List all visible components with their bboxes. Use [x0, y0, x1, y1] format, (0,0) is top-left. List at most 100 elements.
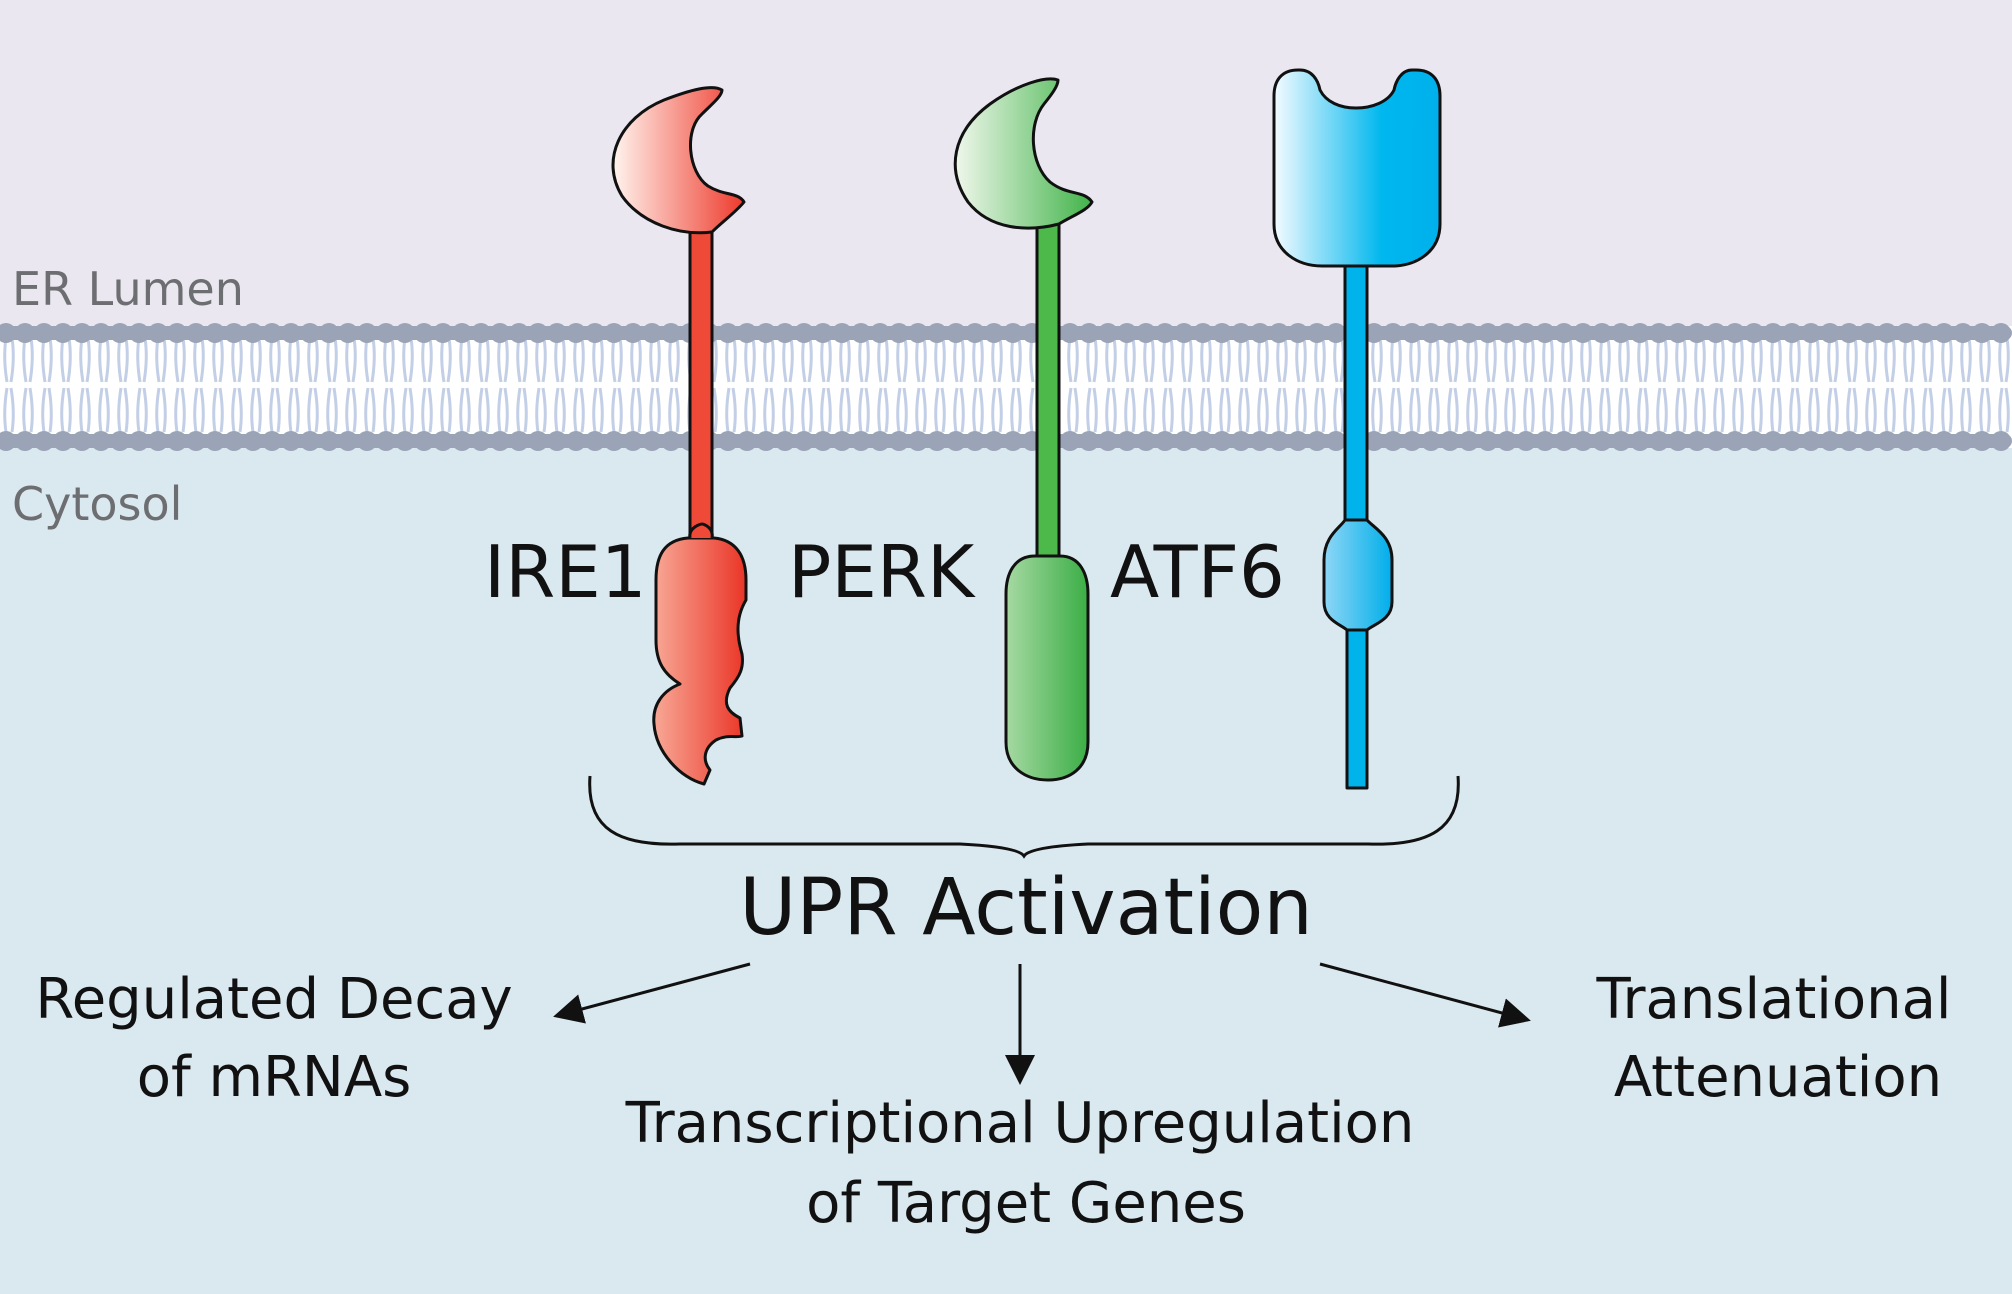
lipid-head — [1972, 323, 1992, 343]
lipid-head — [1668, 431, 1688, 451]
lipid-head — [338, 323, 358, 343]
lipid-head — [1193, 431, 1213, 451]
lipid-head — [0, 431, 16, 451]
lipid-head — [186, 323, 206, 343]
lipid-head — [737, 323, 757, 343]
lipid-head — [452, 323, 472, 343]
lipid-head — [661, 431, 681, 451]
lipid-head — [1117, 431, 1137, 451]
lipid-head — [1535, 323, 1555, 343]
lipid-head — [224, 431, 244, 451]
lipid-head — [15, 323, 35, 343]
lipid-head — [1269, 323, 1289, 343]
lipid-head — [1934, 431, 1954, 451]
lipid-head — [813, 323, 833, 343]
lipid-head — [1364, 431, 1384, 451]
lipid-head — [148, 323, 168, 343]
lipid-head — [1421, 323, 1441, 343]
lipid-head — [1953, 431, 1973, 451]
lipid-head — [1820, 323, 1840, 343]
lipid-head — [775, 323, 795, 343]
lipid-head — [794, 323, 814, 343]
lipid-head — [927, 323, 947, 343]
lipid-head — [623, 323, 643, 343]
lipid-head — [718, 323, 738, 343]
cytosol-region — [0, 390, 2012, 1294]
lipid-head — [1801, 431, 1821, 451]
lipid-head — [1079, 431, 1099, 451]
lipid-head — [319, 431, 339, 451]
lipid-head — [585, 431, 605, 451]
lipid-head — [1155, 323, 1175, 343]
ire1-luminal-domain — [611, 86, 746, 235]
lipid-head — [1117, 323, 1137, 343]
lipid-head — [1839, 431, 1859, 451]
perk-luminal-domain — [953, 77, 1094, 230]
lipid-head — [851, 431, 871, 451]
lipid-head — [433, 431, 453, 451]
lipid-head — [1554, 323, 1574, 343]
lipid-head — [414, 323, 434, 343]
lipid-head — [1915, 323, 1935, 343]
lipid-head — [1991, 431, 2011, 451]
lipid-head — [1687, 323, 1707, 343]
lipid-head — [338, 431, 358, 451]
lipid-head — [1440, 431, 1460, 451]
grouping-brace — [588, 775, 1460, 859]
lipid-head — [832, 323, 852, 343]
lipid-head — [1782, 431, 1802, 451]
lipid-head — [1383, 431, 1403, 451]
lipid-head — [1250, 323, 1270, 343]
er-lumen-label: ER Lumen — [12, 262, 244, 316]
lipid-head — [1801, 323, 1821, 343]
lipid-head — [1288, 431, 1308, 451]
lipid-head — [1934, 323, 1954, 343]
lipid-head — [566, 323, 586, 343]
lipid-head — [471, 323, 491, 343]
lipid-head — [509, 323, 529, 343]
lipid-head — [53, 431, 73, 451]
lipid-head — [433, 323, 453, 343]
lipid-head — [91, 323, 111, 343]
lipid-head — [1421, 431, 1441, 451]
lipid-head — [1136, 431, 1156, 451]
lipid-head — [870, 431, 890, 451]
lipid-head — [1649, 323, 1669, 343]
lipid-head — [1155, 431, 1175, 451]
lipid-head — [1440, 323, 1460, 343]
lipid-head — [604, 431, 624, 451]
lipid-head — [1858, 431, 1878, 451]
ire1-protein — [611, 86, 748, 786]
lipid-head — [0, 323, 16, 343]
perk-cytosolic-domain — [1004, 554, 1090, 782]
lipid-head — [528, 323, 548, 343]
lipid-head — [889, 323, 909, 343]
arrow-to-translation — [1319, 962, 1531, 1028]
er-membrane — [0, 323, 2012, 451]
lipid-head — [1383, 323, 1403, 343]
lipid-head — [1725, 323, 1745, 343]
lipid-head — [224, 323, 244, 343]
lipid-head — [53, 323, 73, 343]
lipid-head — [908, 431, 928, 451]
lipid-head — [1896, 323, 1916, 343]
lipid-head — [1706, 323, 1726, 343]
lipid-head — [395, 323, 415, 343]
lipid-head — [965, 323, 985, 343]
lipid-head — [167, 323, 187, 343]
ire1-cytosolic-domain — [652, 536, 748, 786]
atf6-luminal-domain — [1272, 68, 1442, 268]
lipid-head — [300, 431, 320, 451]
lipid-head — [528, 431, 548, 451]
lipid-head — [1630, 323, 1650, 343]
lipid-head — [1706, 431, 1726, 451]
lipid-head — [642, 431, 662, 451]
lipid-head — [129, 431, 149, 451]
lipid-head — [832, 431, 852, 451]
lipid-head — [1231, 431, 1251, 451]
atf6-protein — [1272, 68, 1442, 790]
atf6-label: ATF6 — [1110, 530, 1285, 614]
lipid-head — [262, 431, 282, 451]
upr-activation-label: UPR Activation — [739, 863, 1313, 953]
